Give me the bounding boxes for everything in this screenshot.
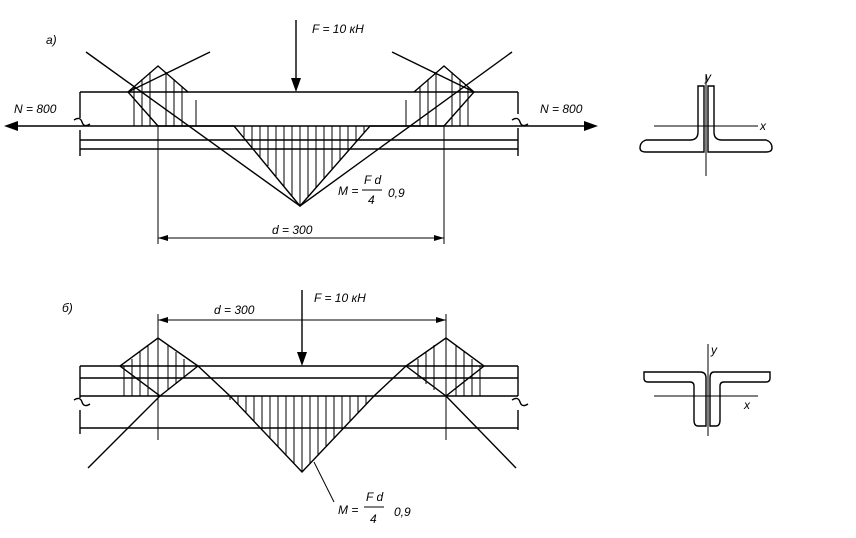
diagram-a: а) N = 800 N = 800	[4, 20, 598, 244]
moment-numerator-a: F d	[364, 173, 381, 187]
moment-denominator-a: 4	[368, 193, 375, 207]
span-label-b: d = 300	[214, 303, 255, 317]
span-dimension-a: d = 300	[157, 126, 445, 244]
section-a-axis-x: x	[759, 119, 767, 133]
moment-diagram-b	[87, 337, 517, 474]
moment-factor-b: 0,9	[394, 505, 411, 519]
section-b-axis-x: x	[743, 398, 751, 412]
moment-hatch-b	[123, 345, 481, 472]
axial-label-a-left: N = 800	[14, 102, 57, 116]
cross-section-a: y x	[639, 70, 773, 176]
axial-force-a-right: N = 800	[518, 102, 598, 131]
moment-diagram-a	[85, 51, 513, 208]
axial-force-a-left: N = 800	[4, 102, 80, 131]
section-b-axis-y: y	[710, 343, 718, 357]
diagram-b: б) d = 300 F = 10 кН	[62, 290, 529, 526]
cross-section-b: y x	[643, 343, 771, 436]
section-a-axis-y: y	[704, 70, 712, 84]
force-label-a: F = 10 кН	[312, 22, 364, 36]
diagram-a-tag: а)	[46, 33, 57, 47]
span-label-a: d = 300	[272, 223, 313, 237]
moment-denominator-b: 4	[370, 512, 377, 526]
beam-b	[73, 365, 529, 434]
beam-a	[73, 91, 529, 156]
force-arrow-b: F = 10 кН	[297, 290, 366, 366]
moment-formula-a: M = F d 4 0,9	[338, 173, 405, 207]
moment-prefix-b: M =	[338, 503, 358, 517]
axial-label-a-right: N = 800	[540, 102, 583, 116]
moment-numerator-b: F d	[366, 490, 383, 504]
moment-hatch-a	[133, 72, 469, 206]
moment-factor-a: 0,9	[388, 186, 405, 200]
force-label-b: F = 10 кН	[314, 291, 366, 305]
moment-prefix-a: M =	[338, 184, 358, 198]
force-arrow-a: F = 10 кН	[291, 20, 364, 92]
moment-formula-b: M = F d 4 0,9	[313, 461, 411, 526]
diagram-b-tag: б)	[62, 301, 73, 315]
